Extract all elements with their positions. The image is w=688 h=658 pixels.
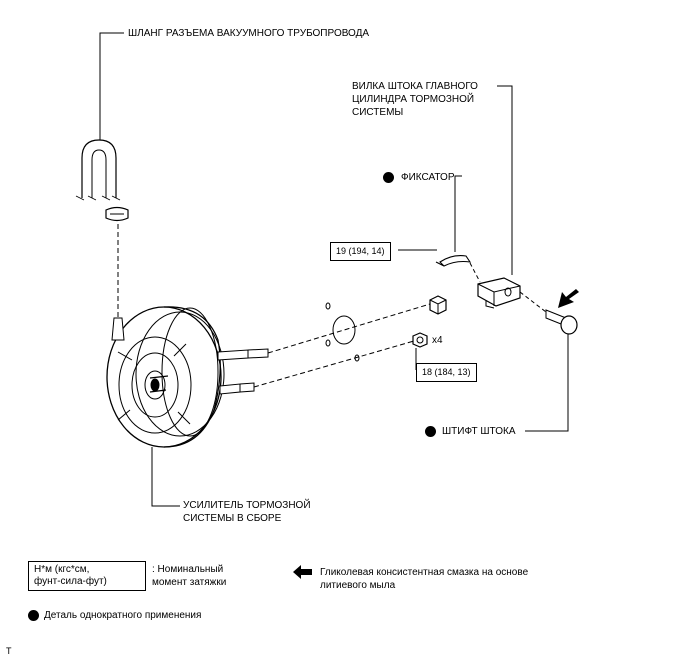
clevis-pin-label: ШТИФТ ШТОКА	[442, 426, 516, 437]
push-rod-clevis	[477, 277, 521, 309]
booster-nut	[412, 332, 428, 348]
footer-mark: T	[6, 646, 12, 656]
booster-leader	[151, 447, 180, 507]
clip-leader	[454, 175, 462, 252]
booster-nut-torque: 18 (184, 13)	[416, 363, 477, 382]
clevis-leader	[497, 85, 513, 275]
retaining-clip	[435, 255, 472, 267]
one-time-use-mark-pin	[425, 426, 436, 437]
vacuum-hose	[81, 139, 117, 198]
legend-one-time-desc: Деталь однократного применения	[44, 610, 202, 621]
clip-label: ФИКСАТОР	[401, 172, 455, 183]
gasket	[332, 315, 356, 345]
clevis-nut-torque: 19 (194, 14)	[330, 242, 391, 261]
hose-clamp	[105, 206, 129, 222]
legend-grease-desc: Гликолевая консистентная смазка на основ…	[320, 567, 529, 591]
legend-grease-arrow	[293, 565, 312, 579]
one-time-use-mark	[383, 172, 394, 183]
legend-torque-desc: : Номинальный момент затяжки	[152, 564, 227, 588]
grease-arrow	[558, 289, 579, 308]
clevis-label: ВИЛКА ШТОКА ГЛАВНОГО ЦИЛИНДРА ТОРМОЗНОЙ …	[352, 81, 478, 118]
vacuum-hose-label: ШЛАНГ РАЗЪЕМА ВАКУУМНОГО ТРУБОПРОВОДА	[128, 28, 370, 39]
brake-booster	[106, 306, 269, 448]
quantity-label: x4	[432, 335, 443, 346]
pin-leader	[525, 333, 569, 432]
hose-leader	[99, 32, 124, 140]
legend-torque-units: Н*м (кгс*см, фунт-сила-фут)	[28, 561, 146, 591]
booster-label: УСИЛИТЕЛЬ ТОРМОЗНОЙ СИСТЕМЫ В СБОРЕ	[183, 500, 311, 524]
legend-one-time-dot	[28, 610, 39, 621]
clevis-pin	[545, 309, 578, 335]
